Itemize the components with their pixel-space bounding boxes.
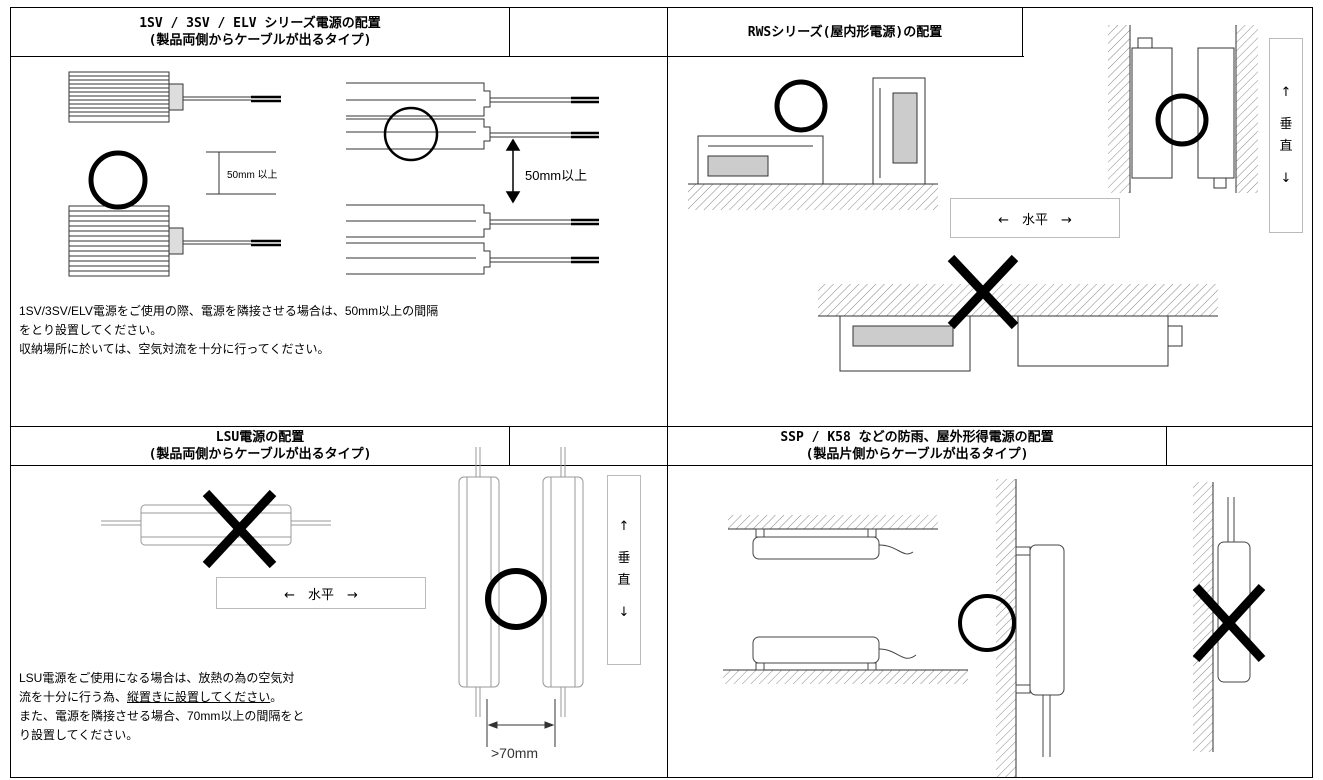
rws-floor-ok-mark (774, 79, 828, 133)
lsu-vertical-char1: 垂 (617, 551, 631, 566)
sv-left-bottom-unit (68, 205, 281, 277)
panel-sv-header-rule (11, 56, 667, 57)
sv-desc-line1: 1SV/3SV/ELV電源をご使用の際、電源を隣接させる場合は、50mm以上の間… (19, 304, 439, 318)
sv-right-bottom-unit (346, 204, 599, 275)
rws-vertical-label: ↑ 垂 直 ↓ (1269, 38, 1303, 233)
sv-left-top-unit (68, 71, 281, 123)
sv-right-top-unit (346, 82, 599, 117)
panel-ssp-title-line2: (製品片側からケーブルが出るタイプ) (805, 447, 1029, 462)
ssp-wall2-unit (1217, 497, 1251, 683)
rws-horizontal-label: ← 水平 → (950, 198, 1120, 238)
panel-ssp-header-rule (668, 465, 1312, 466)
ssp-floor-unit (752, 636, 917, 671)
panel-lsu: LSU電源の配置 (製品両側からケーブルが出るタイプ) (10, 426, 668, 778)
rws-wall-right-hatch (1236, 25, 1258, 193)
ssp-wall1-unit (1015, 544, 1065, 757)
lsu-desc-line2b: 縦置きに設置してください (127, 690, 271, 704)
panel-sv: 1SV / 3SV / ELV シリーズ電源の配置 (製品両側からケーブルが出る… (10, 7, 668, 427)
rws-floor-hatch (688, 184, 938, 210)
lsu-desc-line4: り設置してください。 (19, 728, 139, 742)
sv-right-ok-mark (383, 106, 439, 162)
ssp-ceiling-unit (752, 528, 914, 560)
panel-ssp-title-line1: SSP / K58 などの防雨、屋外形得電源の配置 (780, 430, 1054, 445)
panel-lsu-title-line2: (製品両側からケーブルが出るタイプ) (148, 447, 372, 462)
ssp-diagram (723, 479, 1266, 777)
rws-upright-unit (872, 77, 926, 185)
rws-wall-left-hatch (1108, 25, 1130, 193)
panel-lsu-title: LSU電源の配置 (製品両側からケーブルが出るタイプ) (11, 427, 510, 466)
lsu-vertical-char2: 直 (617, 573, 631, 588)
sv-desc-line3: 収納場所に於いては、空気対流を十分に行ってください。 (19, 342, 330, 356)
rws-vertical-char2: 直 (1279, 138, 1293, 154)
lsu-horizontal-label: ← 水平 → (216, 577, 426, 609)
lsu-gap-label: >70mm (491, 745, 539, 761)
panel-rws: RWSシリーズ(屋内形電源)の配置 (667, 7, 1313, 427)
panel-lsu-title-line1: LSU電源の配置 (215, 430, 305, 445)
lsu-gap-dimension (486, 699, 556, 747)
ssp-wall2-hatch (1193, 482, 1213, 752)
lsu-desc-line2: 流を十分に行う為、縦置きに設置してください。 (19, 688, 459, 707)
rws-ceiling-unit-left (839, 315, 971, 372)
lsu-desc-line3: また、電源を隣接させる場合、70mm以上の間隔をと (19, 709, 305, 723)
lsu-vertical-unit-right (542, 447, 584, 717)
panel-ssp: SSP / K58 などの防雨、屋外形得電源の配置 (製品片側からケーブルが出る… (667, 426, 1313, 778)
ssp-ceiling-hatch (728, 515, 938, 529)
sv-left-dimension (206, 151, 276, 195)
lsu-vertical-up: ↑ (618, 519, 630, 534)
rws-wall-ok-mark (1155, 93, 1209, 147)
panel-sv-title-line2: (製品両側からケーブルが出るタイプ) (148, 33, 372, 48)
rws-ceiling-ng-mark (947, 254, 1019, 330)
rws-vertical-char1: 垂 (1279, 116, 1293, 132)
panel-sv-title-line1: 1SV / 3SV / ELV シリーズ電源の配置 (139, 16, 381, 31)
panel-rws-title-text: RWSシリーズ(屋内形電源)の配置 (747, 24, 943, 40)
lsu-desc-line2c: 。 (270, 690, 283, 704)
sv-right-middle-unit (346, 118, 599, 150)
sv-measure-left-label: 50mm 以上 (227, 170, 278, 181)
rws-vertical-up: ↑ (1280, 84, 1292, 100)
ssp-wall-ng-mark (1192, 583, 1266, 663)
ssp-floor-hatch (723, 670, 968, 684)
rws-wall-unit-right (1197, 47, 1235, 189)
lsu-desc-line1: LSU電源をご使用になる場合は、放熱の為の空気対 (19, 671, 295, 685)
lsu-diagram (101, 447, 584, 747)
rws-diagram (688, 25, 1258, 372)
rws-ceiling-hatch (818, 284, 1218, 316)
sv-description: 1SV/3SV/ELV電源をご使用の際、電源を隣接させる場合は、50mm以上の間… (19, 302, 659, 359)
panel-rws-header-rule (668, 56, 1024, 57)
rws-wall-unit-left (1131, 37, 1173, 179)
panel-lsu-header-rule (11, 465, 667, 466)
sv-left-ok-mark (88, 150, 148, 210)
sv-desc-line2: をとり設置してください。 (19, 323, 163, 337)
rws-horizontal-unit (697, 135, 824, 185)
ssp-wall1-hatch (996, 479, 1016, 777)
lsu-desc-line2a: 流を十分に行う為、 (19, 690, 128, 704)
lsu-vertical-down: ↓ (618, 605, 630, 620)
lsu-vertical-label: ↑ 垂 直 ↓ (607, 475, 641, 665)
ssp-wall-ok-mark (958, 594, 1016, 652)
lsu-description: LSU電源をご使用になる場合は、放熱の為の空気対 流を十分に行う為、縦置きに設置… (19, 669, 459, 745)
sv-diagram (68, 71, 599, 277)
sv-measure-right-label: 50mm以上 (525, 168, 588, 183)
panel-rws-title: RWSシリーズ(屋内形電源)の配置 (668, 8, 1023, 57)
rws-vertical-down: ↓ (1280, 170, 1292, 186)
panel-sv-title: 1SV / 3SV / ELV シリーズ電源の配置 (製品両側からケーブルが出る… (11, 8, 510, 57)
rws-ceiling-unit-right (1017, 315, 1183, 367)
lsu-horizontal-unit (101, 504, 331, 546)
lsu-horizontal-ng-mark (202, 489, 277, 569)
lsu-vertical-ok-mark (485, 568, 547, 630)
sv-right-dimension (505, 138, 521, 204)
